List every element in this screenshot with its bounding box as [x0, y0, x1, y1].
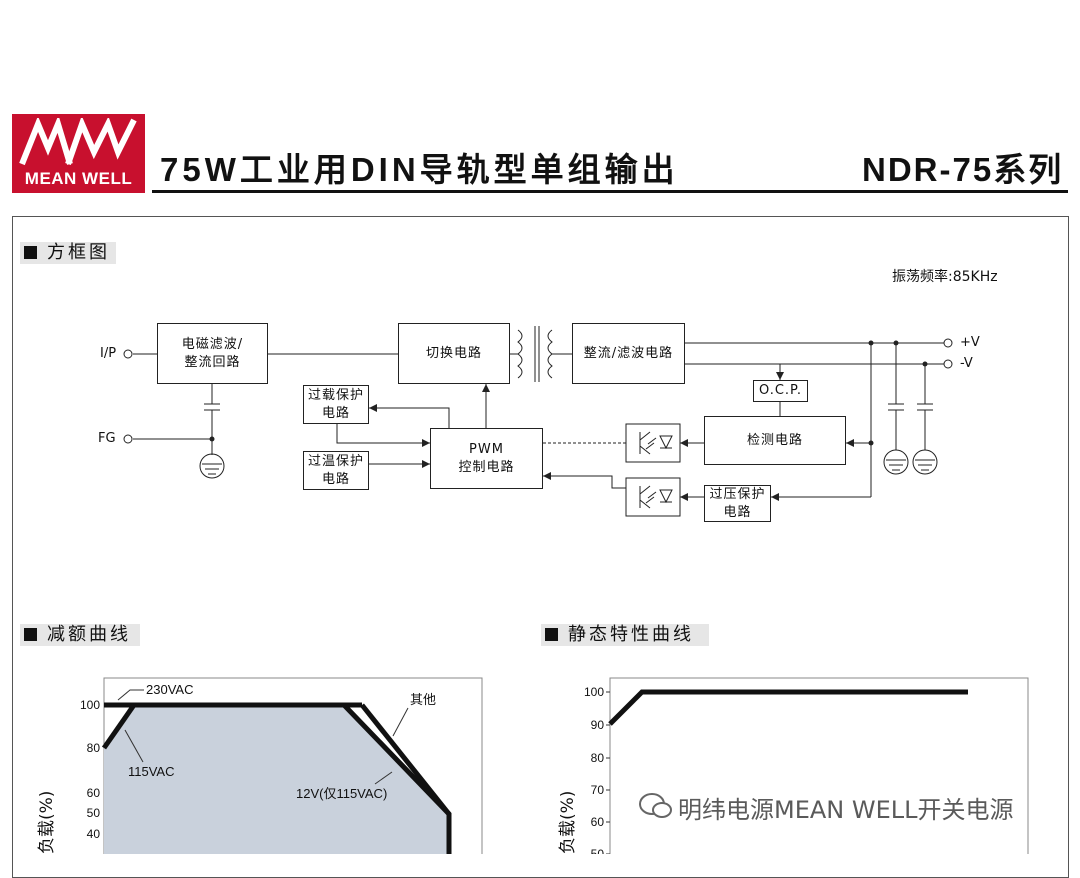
y-tick-label: 60: [591, 815, 605, 829]
derating-y-axis-label: 负载(%): [37, 791, 57, 854]
otp-label-2: 电路: [321, 471, 350, 487]
block-diagram-title: 方框图: [47, 242, 110, 263]
y-tick-label: 80: [591, 751, 605, 765]
detection-block: 检测电路: [704, 416, 846, 465]
y-tick-label: 70: [591, 783, 605, 797]
ip-label: I/P: [100, 346, 117, 361]
ocp-block: O.C.P.: [753, 380, 808, 402]
annotation-others: 其他: [410, 693, 436, 708]
overvoltage-protection-block: 过压保护电路: [704, 485, 771, 522]
overload-protection-block: 过载保护电路: [303, 385, 369, 424]
vminus-label: -V: [960, 356, 973, 371]
oscillation-frequency: 振荡频率:85KHz: [892, 269, 998, 285]
block-diagram-header: 方框图: [20, 242, 116, 264]
bullet-square-icon: [545, 628, 558, 641]
ground-icon: [199, 449, 938, 479]
y-tick-label: 80: [87, 741, 101, 755]
emi-filter-label-2: 整流回路: [184, 354, 241, 370]
y-tick-label: 40: [87, 827, 101, 841]
derating-title: 减额曲线: [47, 624, 131, 645]
y-tick-label: 60: [87, 786, 101, 800]
mean-well-logo: MEAN WELL: [12, 114, 145, 193]
static-chart: 100 90 80 70 60 50 负载(%): [558, 677, 1029, 854]
series-others-line: [360, 703, 451, 816]
optocoupler-icon: [625, 423, 681, 517]
document-title: 75W工业用DIN导轨型单组输出: [160, 151, 679, 188]
watermark-text: 明纬电源MEAN WELL开关电源: [678, 796, 1014, 824]
logo-text: MEAN WELL: [24, 169, 133, 188]
pwm-control-block: PWM 控制电路: [430, 428, 543, 489]
y-tick-label: 100: [584, 685, 604, 699]
y-tick-label: 100: [80, 698, 100, 712]
annotation-12v: 12V(仅115VAC): [296, 786, 387, 801]
static-y-axis-label: 负载(%): [558, 791, 578, 854]
annotation-115vac: 115VAC: [128, 764, 175, 779]
series-name: NDR-75系列: [862, 151, 1064, 188]
annotation-230vac: 230VAC: [146, 682, 193, 697]
static-title: 静态特性曲线: [568, 624, 694, 645]
overtemp-protection-block: 过温保护电路: [303, 451, 369, 490]
static-series-line: [608, 689, 968, 726]
otp-label: 过温保护: [307, 453, 364, 469]
switching-block: 切换电路: [398, 323, 510, 384]
derating-fill: [104, 705, 449, 854]
emi-filter-block: 电磁滤波/整流回路: [157, 323, 268, 384]
y-tick-label: 50: [87, 806, 101, 820]
header-rule: [152, 190, 1068, 193]
emi-filter-label: 电磁滤波/: [181, 336, 244, 352]
vplus-label: +V: [960, 335, 980, 350]
pwm-label: PWM: [469, 441, 504, 457]
static-header: 静态特性曲线: [541, 624, 709, 646]
series-115vac-line: [101, 703, 137, 750]
ovp-label-2: 电路: [723, 504, 752, 520]
bullet-square-icon: [24, 628, 37, 641]
olp-label-2: 电路: [321, 405, 350, 421]
y-tick-label: 90: [591, 718, 605, 732]
fg-label: FG: [98, 431, 116, 446]
block-diagram-wires: [123, 326, 953, 517]
static-plot-area: [609, 677, 1029, 854]
derating-chart: 100 80 60 50 40 230VAC 115VAC 其他 12V(仅11…: [37, 677, 483, 854]
mw-logo-icon: [19, 118, 137, 166]
wechat-icon: [639, 793, 672, 818]
pwm-label-2: 控制电路: [458, 459, 515, 475]
ovp-label: 过压保护: [709, 486, 766, 502]
olp-label: 过载保护: [307, 387, 364, 403]
derating-header: 减额曲线: [20, 624, 140, 646]
y-tick-label: 50: [591, 847, 605, 854]
bullet-square-icon: [24, 246, 37, 259]
rectifier-block: 整流/滤波电路: [572, 323, 685, 384]
